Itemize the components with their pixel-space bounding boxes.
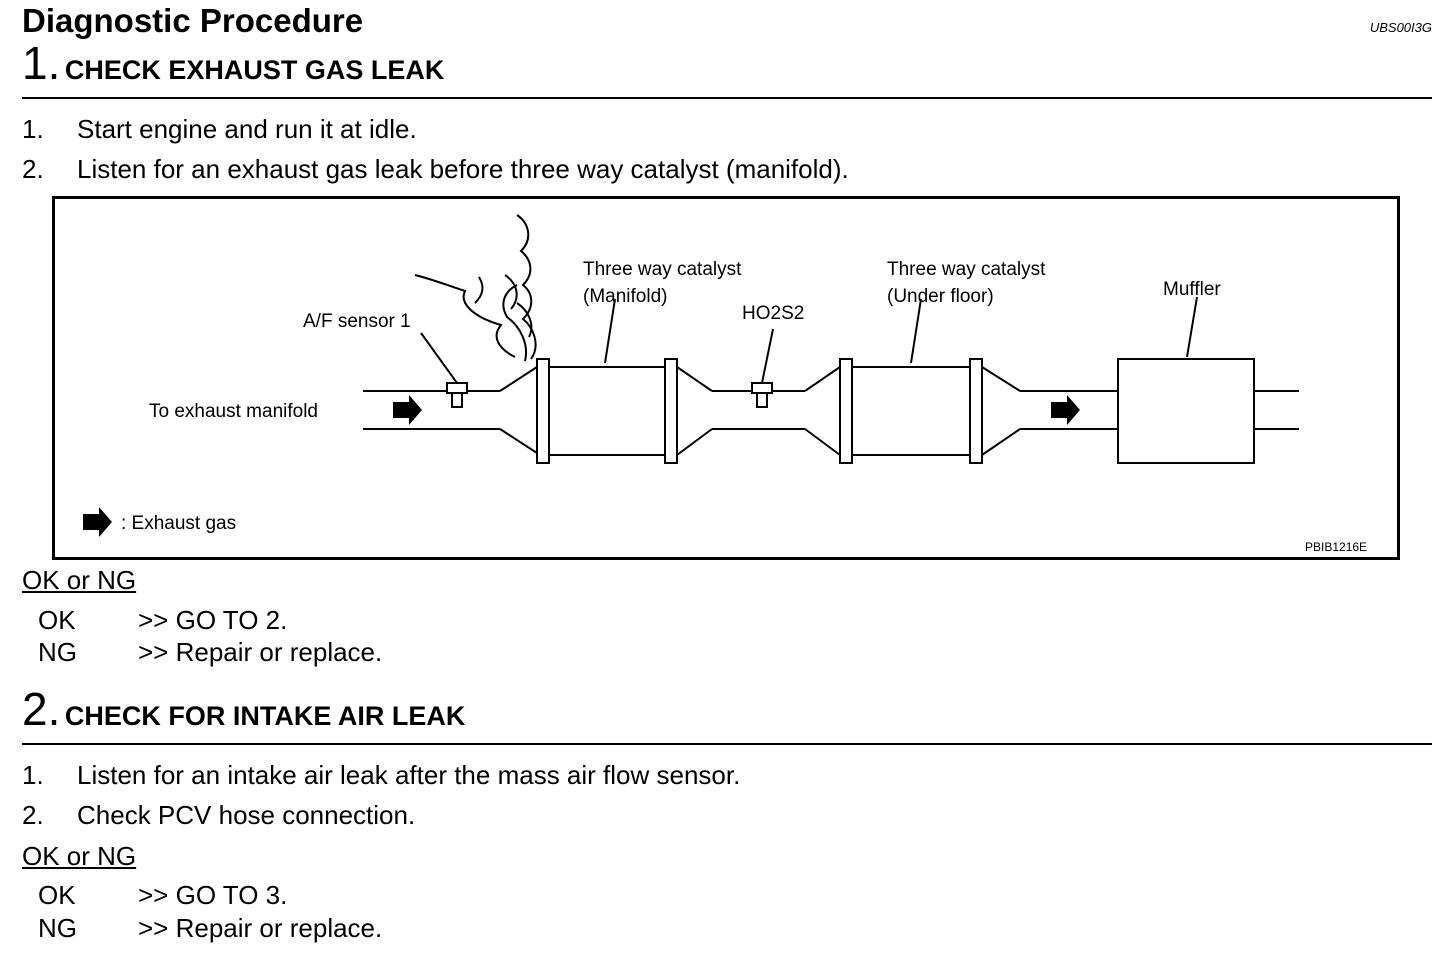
label-to-manifold: To exhaust manifold [149,401,318,422]
label-twc-manifold-line1: Three way catalyst [583,259,742,280]
result-ok: OK>> GO TO 3. [38,880,288,910]
result-ok: OK>> GO TO 2. [38,605,288,635]
step1-heading: 1. CHECK EXHAUST GAS LEAK [22,40,444,86]
label-ho2s2: HO2S2 [742,303,804,324]
result-ng: NG>> Repair or replace. [38,913,383,943]
step2-number: 2. [22,683,61,735]
divider [22,743,1432,745]
step1-number: 1. [22,37,61,89]
list-item: 1.Start engine and run it at idle. [22,114,417,144]
doc-code: UBS00I3G [1369,20,1432,35]
step2-heading: 2. CHECK FOR INTAKE AIR LEAK [22,686,465,732]
divider [22,97,1432,99]
ok-ng-heading: OK or NG [22,841,137,871]
label-twc-under-line1: Three way catalyst [887,259,1046,280]
label-af-sensor: A/F sensor 1 [303,311,411,332]
ok-ng-heading: OK or NG [22,565,137,595]
figure-code: PBIB1216E [1305,540,1367,554]
legend-text: : Exhaust gas [121,513,236,534]
list-item: 2.Listen for an exhaust gas leak before … [22,154,849,184]
list-item: 2.Check PCV hose connection. [22,800,416,830]
label-twc-manifold-line2: (Manifold) [583,286,667,307]
label-twc-under-line2: (Under floor) [887,286,994,307]
exhaust-diagram: A/F sensor 1 To exhaust manifold Three w… [52,196,1400,560]
step1-title: CHECK EXHAUST GAS LEAK [64,55,445,85]
page-title: Diagnostic Procedure [22,2,364,39]
list-item: 1.Listen for an intake air leak after th… [22,760,741,790]
label-muffler: Muffler [1163,279,1221,300]
step2-title: CHECK FOR INTAKE AIR LEAK [64,701,466,731]
result-ng: NG>> Repair or replace. [38,637,383,667]
